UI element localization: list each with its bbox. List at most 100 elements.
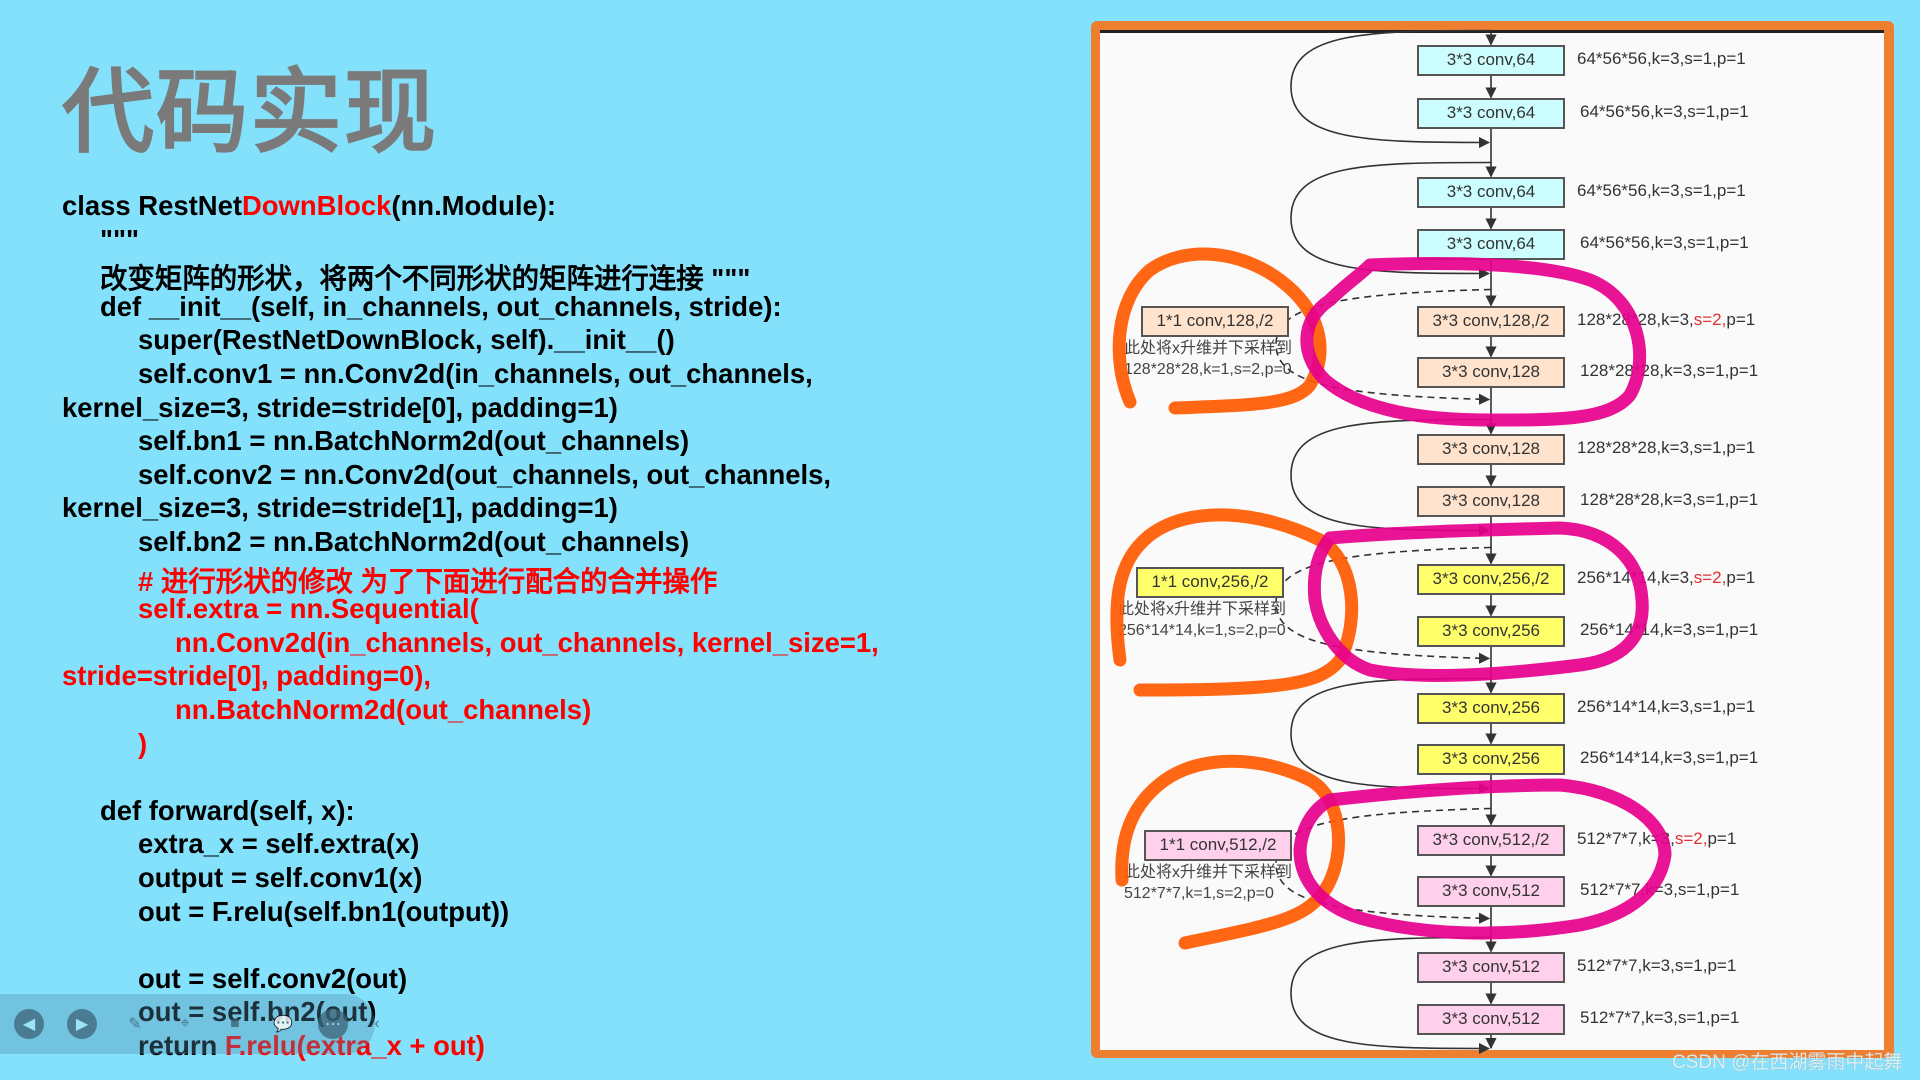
conv-block: 3*3 conv,128 <box>1417 433 1565 465</box>
code-text: kernel_size=3, stride=stride[0], padding… <box>62 391 618 423</box>
block-detail-label: 256*14*14,k=3,s=1,p=1 <box>1577 697 1756 716</box>
code-text: output = self.conv1(x) <box>138 862 423 893</box>
block-detail-label: 512*7*7,k=3,s=2,p=1 <box>1577 829 1736 849</box>
code-line: self.bn1 = nn.BatchNorm2d(out_channels) <box>138 425 689 457</box>
code-text: (nn.Module): <box>391 190 556 221</box>
detail-text: p=1 <box>1726 310 1756 329</box>
note-line: 256*14*14,k=1,s=2,p=0 <box>1118 622 1286 639</box>
code-line: output = self.conv1(x) <box>138 862 422 894</box>
code-line: extra_x = self.extra(x) <box>138 828 419 860</box>
shortcut-conv-block: 1*1 conv,512,/2 <box>1144 829 1292 861</box>
code-line: out = self.conv2(out) <box>138 963 407 995</box>
video-icon[interactable]: ■ <box>230 1015 240 1032</box>
stride-highlight: s=2, <box>1693 310 1727 329</box>
note-line: 此处将x升维并下采样到 <box>1124 864 1293 881</box>
block-detail-label: 64*56*56,k=3,s=1,p=1 <box>1580 233 1749 252</box>
code-text: """ <box>100 223 140 255</box>
code-line: out = F.relu(self.bn1(output)) <box>138 896 509 928</box>
code-text: super(RestNetDownBlock, self).__init__() <box>138 324 675 356</box>
block-detail-label: 128*28*28,k=3,s=1,p=1 <box>1580 361 1759 380</box>
code-line: nn.BatchNorm2d(out_channels) <box>175 694 591 726</box>
code-highlight: DownBlock <box>241 190 392 221</box>
code-line: def forward(self, x): <box>100 795 355 827</box>
conv-block: 3*3 conv,128 <box>1417 356 1565 388</box>
comment-icon[interactable]: 💬 <box>273 1016 293 1033</box>
code-text: kernel_size=3, stride=stride[1], padding… <box>62 492 618 524</box>
detail-text: 256*14*14,k=3, <box>1577 568 1694 587</box>
code-line: return F.relu(extra_x + out) <box>138 1030 485 1062</box>
block-detail-label: 512*7*7,k=3,s=1,p=1 <box>1580 1008 1740 1027</box>
block-detail-label: 128*28*28,k=3,s=2,p=1 <box>1577 310 1755 330</box>
detail-text: 512*7*7,k=3, <box>1577 829 1675 848</box>
code-line: kernel_size=3, stride=stride[1], padding… <box>62 492 618 524</box>
code-text: class RestNet <box>62 190 242 221</box>
shortcut-note: 此处将x升维并下采样到 128*28*28,k=1,s=2,p=0 <box>1124 338 1292 380</box>
screenshot-icon[interactable]: ⌖ <box>180 1015 190 1032</box>
conv-block: 3*3 conv,512 <box>1417 875 1565 907</box>
code-line: self.bn2 = nn.BatchNorm2d(out_channels) <box>138 526 689 558</box>
conv-block: 3*3 conv,256 <box>1417 743 1565 775</box>
pen-icon[interactable]: ✎ <box>128 1016 142 1033</box>
block-detail-label: 256*14*14,k=3,s=2,p=1 <box>1577 568 1755 588</box>
code-text: return <box>138 1030 225 1061</box>
code-line: class RestNetDownBlock(nn.Module): <box>62 190 556 222</box>
code-highlight: ) <box>138 727 148 759</box>
detail-text: p=1 <box>1726 568 1756 587</box>
conv-block: 3*3 conv,256,/2 <box>1417 563 1565 595</box>
slide-title: 代码实现 <box>62 59 439 166</box>
conv-block: 3*3 conv,128 <box>1417 485 1565 517</box>
conv-block: 3*3 conv,512 <box>1417 951 1565 983</box>
block-detail-label: 64*56*56,k=3,s=1,p=1 <box>1580 102 1749 121</box>
code-line: def __init__(self, in_channels, out_chan… <box>100 291 782 323</box>
note-line: 128*28*28,k=1,s=2,p=0 <box>1124 361 1292 378</box>
note-line: 512*7*7,k=1,s=2,p=0 <box>1124 885 1274 902</box>
code-text: out = self.conv2(out) <box>138 962 408 994</box>
block-detail-label: 256*14*14,k=3,s=1,p=1 <box>1580 620 1759 639</box>
stride-highlight: s=2, <box>1693 568 1727 587</box>
code-highlight: # 进行形状的修改 为了下面进行配合的合并操作 <box>138 565 718 597</box>
code-line: stride=stride[0], padding=0), <box>62 660 431 692</box>
block-detail-label: 128*28*28,k=3,s=1,p=1 <box>1577 438 1756 457</box>
code-line: # 进行形状的修改 为了下面进行配合的合并操作 <box>138 560 717 600</box>
code-highlight: nn.Conv2d(in_channels, out_channels, ker… <box>175 626 879 658</box>
code-text: out = F.relu(self.bn1(output)) <box>138 895 510 927</box>
note-line: 此处将x升维并下采样到 <box>1124 340 1293 357</box>
conv-block: 3*3 conv,64 <box>1417 176 1565 208</box>
code-text: self.conv1 = nn.Conv2d(in_channels, out_… <box>138 358 813 389</box>
code-text: self.bn1 = nn.BatchNorm2d(out_channels) <box>138 425 690 457</box>
conv-block: 3*3 conv,64 <box>1417 228 1565 260</box>
block-detail-label: 512*7*7,k=3,s=1,p=1 <box>1577 956 1737 975</box>
code-highlight: stride=stride[0], padding=0), <box>62 660 432 692</box>
detail-text: 128*28*28,k=3, <box>1577 310 1694 329</box>
code-text: extra_x = self.extra(x) <box>138 828 420 860</box>
shortcut-note: 此处将x升维并下采样到 256*14*14,k=1,s=2,p=0 <box>1118 599 1286 641</box>
presentation-toolbar <box>0 994 375 1054</box>
code-line: ) <box>138 728 147 760</box>
block-detail-label: 256*14*14,k=3,s=1,p=1 <box>1580 748 1759 767</box>
code-text: self.conv2 = nn.Conv2d(out_channels, out… <box>138 458 832 490</box>
note-line: 此处将x升维并下采样到 <box>1118 601 1287 618</box>
next-icon[interactable]: ▶ <box>67 1009 97 1039</box>
collapse-icon[interactable]: ‹ <box>374 1015 380 1032</box>
watermark: CSDN @在西湖雾雨中起舞 <box>1672 1052 1903 1073</box>
code-text: self.bn2 = nn.BatchNorm2d(out_channels) <box>138 526 690 557</box>
code-highlight: F.relu(extra_x + out) <box>224 1030 485 1061</box>
conv-block: 3*3 conv,128,/2 <box>1417 305 1565 337</box>
code-text: 改变矩阵的形状，将两个不同形状的矩阵进行连接 """ <box>100 263 751 295</box>
code-line: nn.Conv2d(in_channels, out_channels, ker… <box>175 627 879 659</box>
block-detail-label: 64*56*56,k=3,s=1,p=1 <box>1577 181 1746 200</box>
code-line: self.extra = nn.Sequential( <box>138 593 479 625</box>
code-highlight: nn.BatchNorm2d(out_channels) <box>175 694 592 725</box>
shortcut-conv-block: 1*1 conv,256,/2 <box>1136 566 1284 598</box>
code-highlight: self.extra = nn.Sequential( <box>138 593 479 625</box>
more-icon[interactable]: ⋯ <box>318 1009 348 1039</box>
conv-block: 3*3 conv,64 <box>1417 97 1565 129</box>
shortcut-note: 此处将x升维并下采样到 512*7*7,k=1,s=2,p=0 <box>1124 862 1292 904</box>
code-line: 改变矩阵的形状，将两个不同形状的矩阵进行连接 """ <box>100 257 750 297</box>
shortcut-conv-block: 1*1 conv,128,/2 <box>1141 305 1289 337</box>
conv-block: 3*3 conv,256 <box>1417 692 1565 724</box>
previous-icon[interactable]: ◀ <box>14 1009 44 1039</box>
skip-connection <box>1290 29 1492 149</box>
code-line: kernel_size=3, stride=stride[0], padding… <box>62 392 618 424</box>
